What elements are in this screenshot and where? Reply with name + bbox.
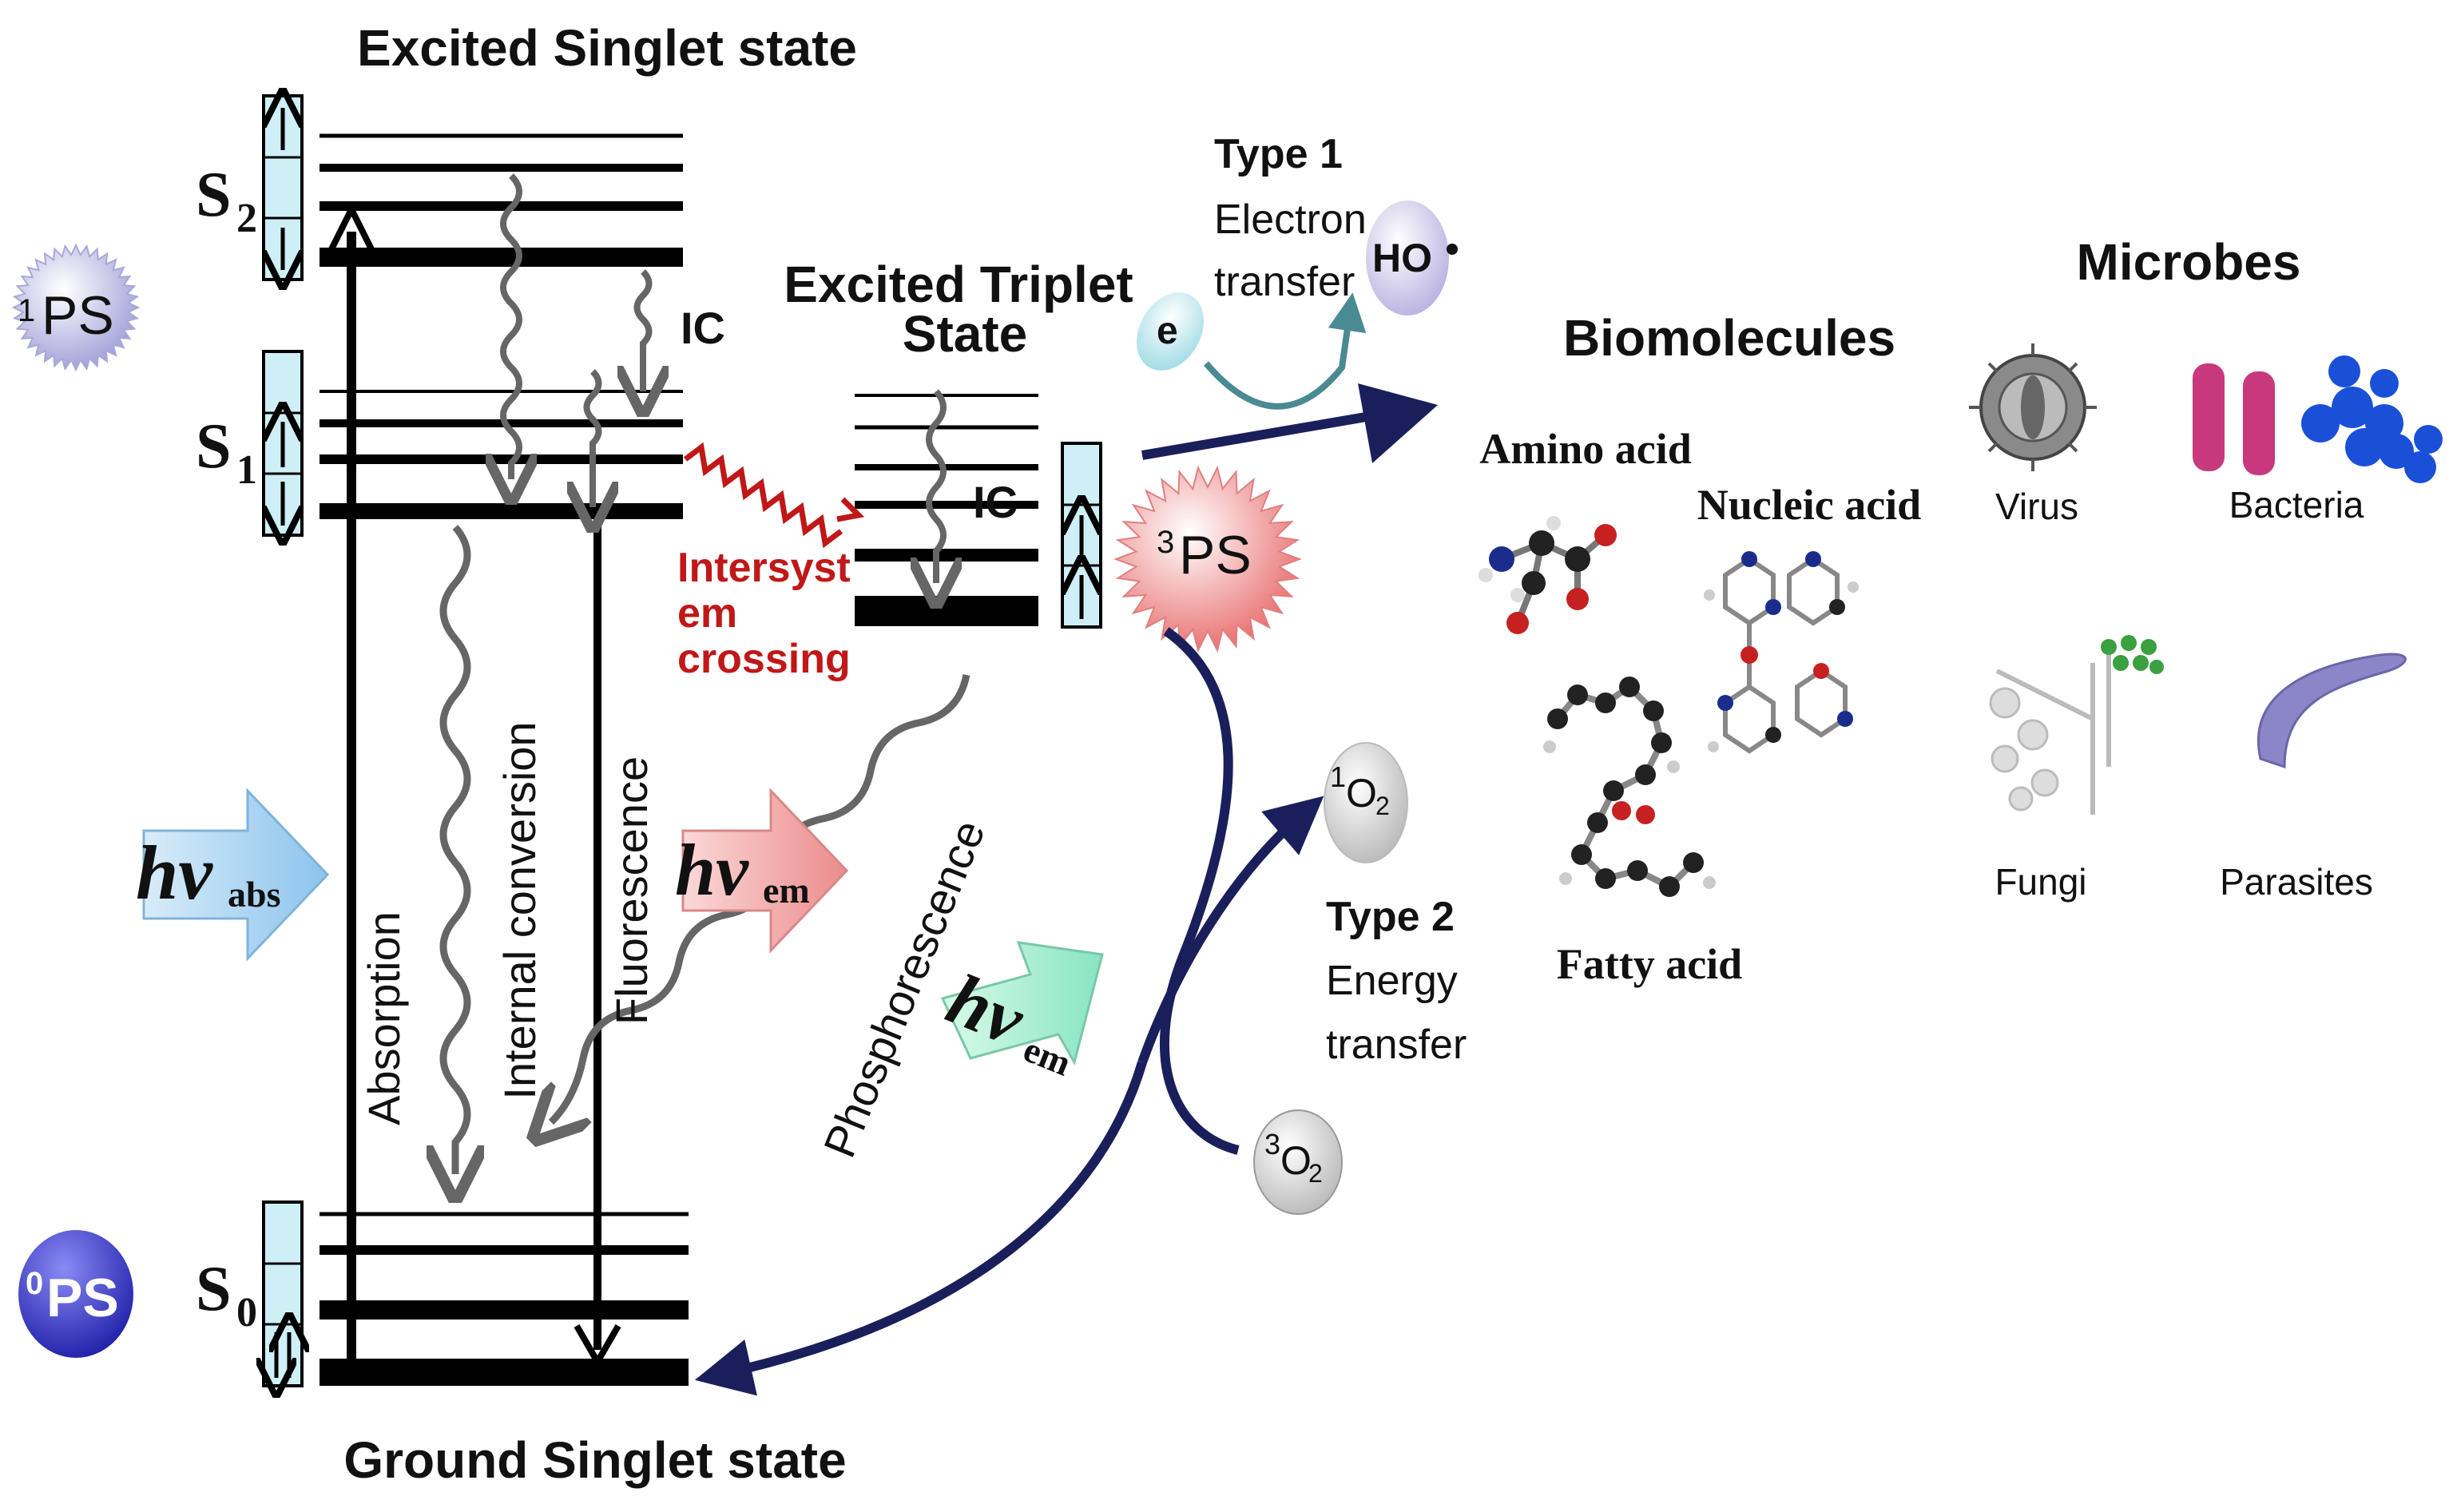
radical-dot (1447, 244, 1458, 255)
electron-sphere (1137, 292, 1204, 371)
label-fungi: Fungi (1995, 861, 2086, 903)
svg-text:0: 0 (26, 1266, 43, 1301)
label-isc-1: Intersyst (677, 545, 851, 591)
label-s2: S 2 (196, 160, 257, 241)
label-s1: S 1 (196, 411, 257, 493)
heading-biomolecules: Biomolecules (1563, 309, 1895, 367)
type1-line1: Electron (1214, 196, 1367, 243)
fungi-image (1989, 635, 2164, 815)
svg-text:hv: hv (136, 830, 213, 915)
spin-box-s0 (264, 1200, 302, 1386)
singlet-oxygen-sphere (1324, 742, 1408, 863)
svg-text:S: S (196, 1254, 232, 1324)
svg-text:1: 1 (1330, 760, 1346, 793)
isc-arrow (683, 442, 865, 549)
svg-text:S: S (196, 160, 232, 230)
triplet-ps-sphere: 3 PS (1113, 465, 1302, 653)
hydroxyl-radical-label: HO (1372, 236, 1432, 280)
absorption-arrow (326, 202, 377, 1366)
type1-line2: transfer (1214, 259, 1355, 305)
heading-excited-singlet: Excited Singlet state (357, 19, 857, 77)
label-isc-2: em (677, 590, 737, 637)
ground-ps-sphere: 0 PS (18, 1230, 133, 1358)
triplet-oxygen-sphere (1253, 1109, 1343, 1215)
electron-label: e (1157, 310, 1178, 352)
type1-pathway: Type 1 Electron transfer e HO (1137, 131, 1458, 410)
svg-text:abs: abs (228, 874, 280, 915)
label-fatty-acid: Fatty acid (1557, 940, 1742, 988)
type2-line2: transfer (1326, 1022, 1467, 1068)
svg-text:em: em (763, 870, 810, 911)
hydroxyl-radical-sphere (1366, 200, 1449, 315)
svg-text:S: S (196, 411, 232, 482)
label-virus: Virus (1995, 486, 2078, 527)
svg-text:PS: PS (42, 285, 114, 346)
type2-line1: Energy (1326, 958, 1458, 1004)
parasites-image (2257, 653, 2407, 769)
label-ic-triplet: IC (973, 477, 1018, 527)
heading-microbes: Microbes (2077, 233, 2301, 291)
singlet-ps-sphere: 1 PS (11, 243, 141, 372)
svg-text:O: O (1280, 1138, 1312, 1183)
ic-wavy-arrows (503, 173, 943, 583)
triplet-levels (855, 394, 1038, 626)
photon-phos-arrow: hv em (937, 941, 1104, 1084)
type1-title: Type 1 (1214, 131, 1343, 177)
heading-excited-triplet-1: Excited Triplet (784, 256, 1133, 313)
spin-box-triplet (1061, 442, 1102, 629)
amino-acid-molecule (1479, 516, 1617, 634)
internal-conversion-wavy-arrow (443, 525, 467, 1174)
type2-pathway: 1 O 2 Type 2 Energy transfer 3 O 2 (1253, 742, 1467, 1215)
heading-ground-singlet: Ground Singlet state (343, 1431, 846, 1489)
svg-text:0: 0 (236, 1290, 257, 1335)
type2-title: Type 2 (1326, 894, 1455, 940)
nucleic-acid-molecule (1704, 551, 1859, 754)
photon-abs-arrow: hv abs (136, 788, 330, 962)
svg-text:hv: hv (675, 829, 749, 911)
svg-text:1: 1 (236, 447, 257, 493)
label-ic-singlet: IC (681, 303, 725, 353)
s2-levels (320, 133, 683, 267)
label-s0: S 0 (196, 1254, 257, 1335)
fatty-acid-molecule (1543, 677, 1716, 897)
label-absorption: Absorption (359, 911, 409, 1125)
label-internal-conversion: Internal conversion (494, 721, 545, 1099)
type2-curve-arrow (694, 627, 1324, 1396)
virus-image (1969, 343, 2097, 471)
label-amino-acid: Amino acid (1479, 425, 1692, 473)
svg-text:2: 2 (1375, 792, 1390, 820)
svg-text:2: 2 (236, 196, 257, 241)
bacteria-image (2193, 355, 2443, 483)
svg-text:PS: PS (1179, 525, 1252, 585)
label-parasites: Parasites (2220, 861, 2373, 903)
s0-levels (320, 1212, 689, 1386)
svg-text:PS: PS (46, 1268, 119, 1328)
spin-box-s2 (262, 96, 304, 280)
heading-excited-triplet-2: State (903, 305, 1028, 363)
label-isc-3: crossing (677, 636, 851, 682)
svg-text:3: 3 (1264, 1128, 1280, 1161)
svg-text:1: 1 (18, 293, 35, 328)
label-nucleic-acid: Nucleic acid (1697, 481, 1921, 529)
fluorescence-arrow (574, 518, 621, 1368)
label-fluorescence: Fluorescence (606, 756, 657, 1025)
photon-em-arrow: hv em (675, 788, 849, 954)
label-bacteria: Bacteria (2229, 484, 2364, 526)
spin-box-s1 (262, 350, 304, 535)
svg-text:O: O (1346, 771, 1377, 816)
svg-text:2: 2 (1308, 1159, 1323, 1188)
svg-text:3: 3 (1157, 525, 1174, 560)
to-biomolecules-arrow (1141, 383, 1438, 463)
